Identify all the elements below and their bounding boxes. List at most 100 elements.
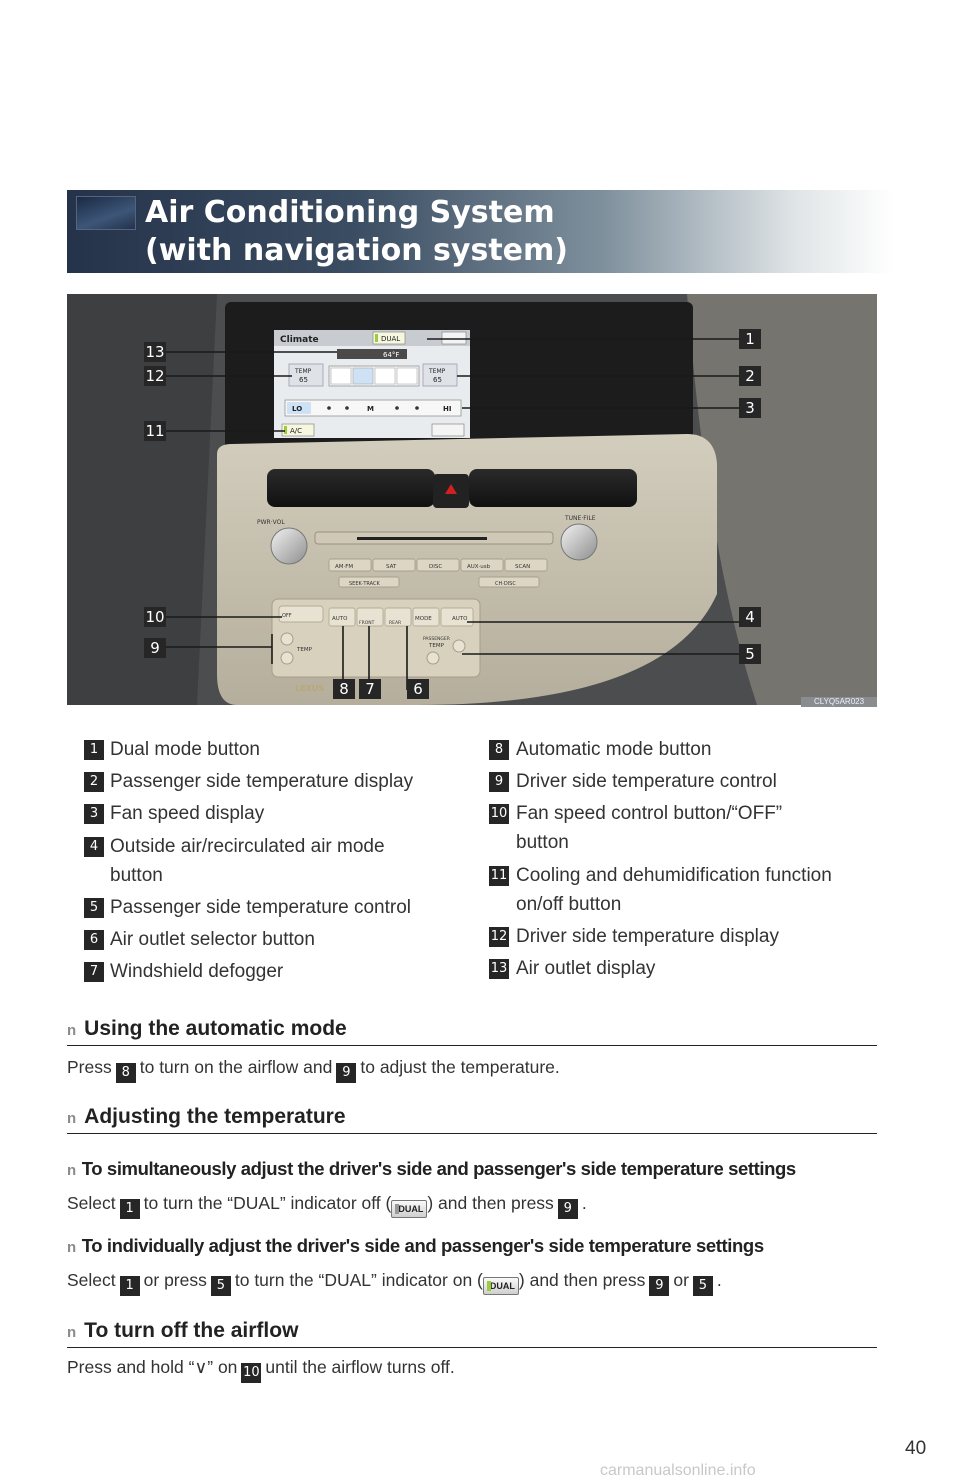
screen-dual: DUAL (381, 335, 400, 343)
legend-num-10: 10 (489, 804, 509, 824)
callout-10: 10 (144, 607, 166, 627)
ref-5: 5 (210, 1276, 231, 1296)
callout-13: 13 (144, 342, 166, 362)
ref-9: 9 (557, 1199, 578, 1219)
page-title-line1: Air Conditioning System (145, 195, 555, 230)
legend-num-9: 9 (489, 772, 509, 792)
screen-temp-value-right: 65 (433, 376, 442, 384)
callout-5: 5 (739, 644, 761, 664)
passenger-label: PASSENGER (423, 636, 450, 642)
photo-caption: CLYQ5AR023 (801, 697, 877, 707)
screen-fan-m: M (367, 405, 374, 413)
bullet-marker: n (67, 1324, 77, 1341)
tune-file-knob (560, 523, 598, 561)
legend-text-10b: button (516, 832, 569, 853)
heading-adjust-temp-text: Adjusting the temperature (84, 1105, 346, 1128)
legend-text-6: Air outlet selector button (110, 929, 315, 950)
ref-9: 9 (649, 1276, 670, 1296)
pwr-vol-label: PWR·VOL (257, 519, 285, 526)
legend-num-3: 3 (84, 804, 104, 824)
right-vent (469, 469, 637, 507)
screen-temp-value-left: 65 (299, 376, 308, 384)
fan-off-label: OFF (282, 613, 292, 619)
airflow-t1: Press and hold “ (67, 1357, 195, 1377)
bullet-marker: n (67, 1239, 76, 1256)
tune-file-label: TUNE·FILE (564, 515, 596, 522)
scan-button: SCAN (515, 564, 530, 570)
legend-num-5: 5 (84, 898, 104, 918)
screen-fan-lo: LO (292, 405, 302, 413)
auto-right-label: AUTO (452, 616, 468, 622)
auto-mode-t1: Press (67, 1057, 112, 1077)
legend-text-11a: Cooling and dehumidification function (516, 865, 832, 886)
leader-lines (165, 338, 741, 690)
legend-num-1: 1 (84, 740, 104, 760)
auto-mode-t3: to adjust the temperature. (360, 1057, 560, 1077)
sim-t1: Select (67, 1193, 116, 1213)
auto-left-button (328, 607, 356, 627)
legend-text-11b: on/off button (516, 894, 622, 915)
am-fm-button: AM·FM (335, 564, 353, 570)
pwr-vol-knob (270, 527, 308, 565)
climate-panel-photo: Climate DUAL 64°F TEMP 65 TEMP 65 LO M H… (67, 294, 877, 705)
subheading-individual-text: To individually adjust the driver's side… (81, 1235, 764, 1256)
rear-defog-button (384, 607, 412, 627)
bullet-marker: n (67, 1022, 77, 1039)
callout-9: 9 (144, 638, 166, 658)
legend-text-3: Fan speed display (110, 803, 265, 824)
passenger-temp-up (452, 639, 466, 653)
subheading-simultaneous-text: To simultaneously adjust the driver's si… (81, 1158, 796, 1179)
legend-text-13: Air outlet display (516, 958, 656, 979)
dual-indicator-off-icon: DUAL (391, 1200, 428, 1218)
passenger-temp-down (426, 651, 440, 665)
page-title-line2: (with navigation system) (145, 233, 568, 268)
disc-button: DISC (429, 564, 442, 570)
driver-temp-up (280, 632, 294, 646)
sat-button: SAT (386, 564, 397, 570)
callout-11: 11 (144, 421, 166, 441)
callout-6: 6 (407, 679, 429, 699)
sim-t4: . (581, 1193, 587, 1213)
auto-mode-t2: to turn on the airflow and (139, 1057, 333, 1077)
legend-num-7: 7 (84, 962, 104, 982)
legend-text-1: Dual mode button (110, 739, 260, 760)
watermark: carmanualsonline.info (600, 1462, 756, 1479)
chevron-down-icon: ∨ (194, 1357, 208, 1377)
screen-ac: A/C (290, 427, 302, 435)
ref-5: 5 (692, 1276, 713, 1296)
aux-button: AUX·usb (467, 564, 491, 570)
legend-text-8: Automatic mode button (516, 739, 712, 760)
climate-panel-illustration: Climate DUAL 64°F TEMP 65 TEMP 65 LO M H… (67, 294, 877, 705)
section-title-bar: Air Conditioning System (with navigation… (67, 190, 893, 273)
legend-text-2: Passenger side temperature display (110, 771, 414, 792)
callout-4: 4 (739, 607, 761, 627)
callout-8: 8 (333, 679, 355, 699)
passenger-temp-label: TEMP (428, 643, 445, 649)
driver-temp-label: TEMP (296, 647, 313, 653)
legend-text-7: Windshield defogger (110, 961, 284, 982)
screen-title: Climate (280, 335, 319, 345)
front-label: FRONT (359, 620, 375, 626)
legend-num-8: 8 (489, 740, 509, 760)
brand-logo: LEXUS (295, 684, 324, 693)
ind-t2: or press (143, 1270, 207, 1290)
hazard-icon (445, 484, 457, 494)
ind-t3: to turn the “DUAL” indicator on ( (234, 1270, 483, 1290)
dual-indicator-on-icon: DUAL (482, 1277, 519, 1295)
screen-temp-label-right: TEMP (428, 368, 446, 375)
front-defog-button (356, 607, 384, 627)
ch-disc-button: CH·DISC (495, 581, 516, 587)
sim-t3: ) and then press (427, 1193, 554, 1213)
callout-12: 12 (144, 366, 166, 386)
mode-label: MODE (415, 616, 432, 622)
rear-label: REAR (389, 620, 401, 626)
sim-t2: to turn the “DUAL” indicator off ( (143, 1193, 392, 1213)
ref-9: 9 (336, 1063, 357, 1083)
